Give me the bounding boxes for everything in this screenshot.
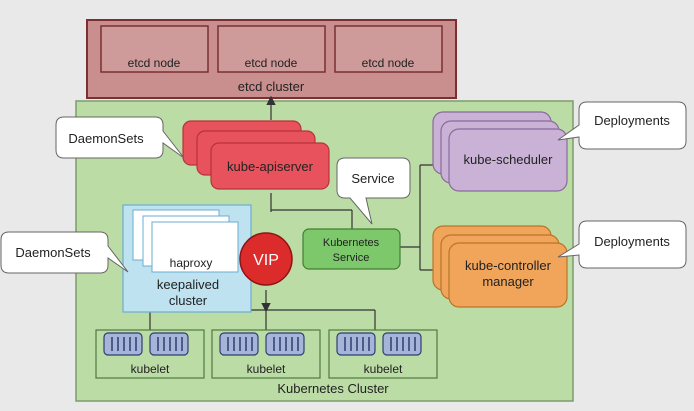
- kube-scheduler-label: kube-scheduler: [464, 152, 554, 167]
- callout-deployments-top-label: Deployments: [594, 113, 670, 128]
- kubernetes-cluster-label: Kubernetes Cluster: [277, 381, 389, 396]
- kubelet-label: kubelet: [364, 362, 403, 376]
- callout-daemonsets-top: DaemonSets: [55, 116, 185, 159]
- callout-service-label: Service: [351, 171, 394, 186]
- kube-controller-manager-stack: kube-controller manager: [432, 225, 568, 308]
- etcd-node-label: etcd node: [128, 56, 181, 70]
- haproxy-label: haproxy: [170, 256, 213, 270]
- kube-controller-label-line1: kube-controller: [465, 258, 552, 273]
- kube-apiserver-label: kube-apiserver: [227, 159, 314, 174]
- callout-service: Service: [336, 157, 411, 225]
- vip-label: VIP: [253, 252, 279, 269]
- kubernetes-service-label-line2: Service: [333, 252, 370, 264]
- callout-daemonsets-top-label: DaemonSets: [68, 131, 144, 146]
- callout-daemonsets-bottom-label: DaemonSets: [15, 245, 91, 260]
- kube-controller-label-line2: manager: [482, 274, 534, 289]
- keepalived-label-line1: keepalived: [157, 277, 219, 292]
- kube-scheduler-stack: kube-scheduler: [432, 111, 568, 192]
- kubelet-node-2: kubelet: [211, 329, 321, 379]
- vip-circle: VIP: [239, 232, 293, 286]
- etcd-node-1: etcd node: [100, 25, 209, 73]
- keepalived-label-line2: cluster: [169, 293, 208, 308]
- callout-daemonsets-bottom: DaemonSets: [0, 231, 129, 274]
- callout-deployments-bottom-label: Deployments: [594, 234, 670, 249]
- callout-deployments-bottom: Deployments: [557, 220, 687, 269]
- kubelet-label: kubelet: [131, 362, 170, 376]
- etcd-node-label: etcd node: [245, 56, 298, 70]
- kubernetes-service-label-line1: Kubernetes: [323, 237, 380, 249]
- kubelet-node-1: kubelet: [95, 329, 205, 379]
- etcd-cluster-label: etcd cluster: [238, 79, 305, 94]
- kube-apiserver-stack: kube-apiserver: [182, 120, 330, 190]
- etcd-node-3: etcd node: [334, 25, 443, 73]
- keepalived-cluster: haproxy keepalived cluster: [122, 204, 252, 313]
- callout-deployments-top: Deployments: [557, 101, 687, 150]
- etcd-node-2: etcd node: [217, 25, 326, 73]
- kubernetes-service-box: Kubernetes Service: [302, 228, 401, 270]
- etcd-node-label: etcd node: [362, 56, 415, 70]
- kubelet-label: kubelet: [247, 362, 286, 376]
- kubelet-node-3: kubelet: [328, 329, 438, 379]
